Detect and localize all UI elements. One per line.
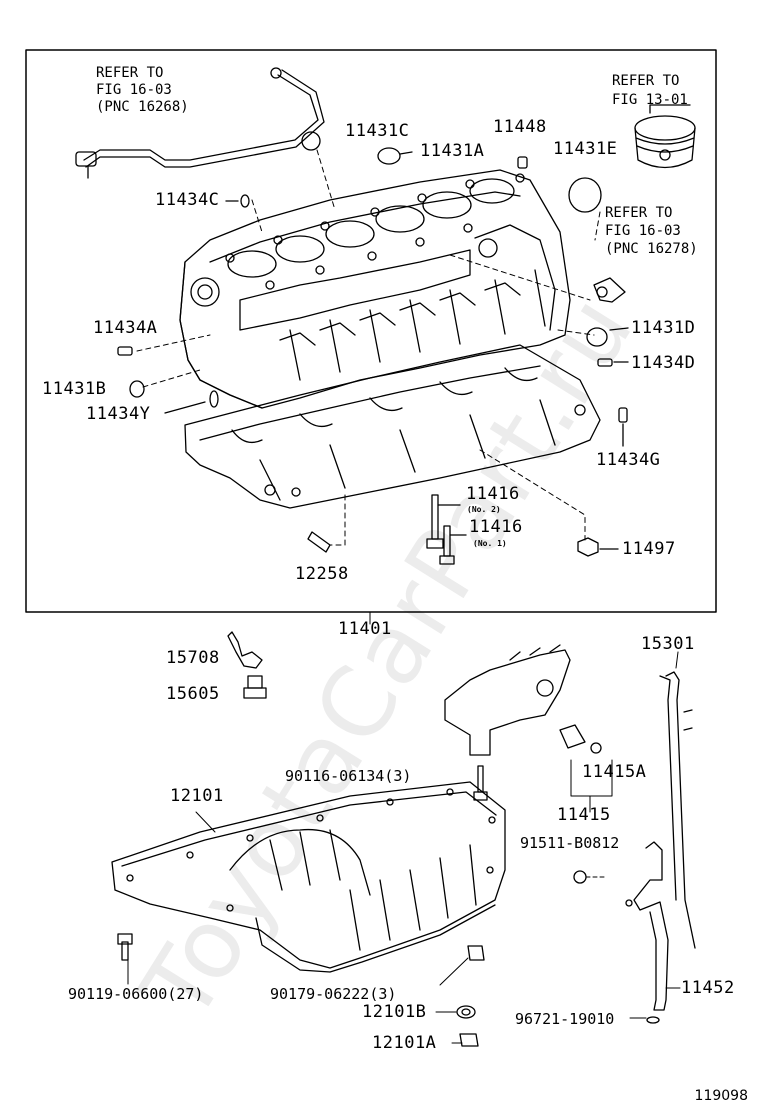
gasket-15708	[227, 631, 263, 669]
part-12101-label[interactable]: 12101	[170, 786, 224, 806]
part-11416-no1-label[interactable]: 11416	[469, 517, 523, 537]
part-11431a-label[interactable]: 11431A	[420, 141, 485, 161]
part-15605-label[interactable]: 15605	[166, 684, 220, 704]
plug-11431E	[568, 177, 602, 213]
part-90179-label[interactable]: 90179-06222(3)	[270, 985, 397, 1003]
nut-11497	[577, 537, 619, 557]
part-91511-label[interactable]: 91511-B0812	[520, 834, 620, 852]
pin-11434D	[597, 358, 629, 367]
washer-91511	[573, 870, 587, 884]
ref-fig-16-03b-line3: (PNC 16278)	[605, 241, 698, 257]
ref-fig-16-03b-line2: FIG 16-03	[605, 223, 681, 239]
pin-12258	[307, 531, 331, 553]
part-12258-label[interactable]: 12258	[295, 564, 349, 584]
plug-11431D	[586, 327, 629, 347]
part-90116-label[interactable]: 90116-06134(3)	[285, 767, 412, 785]
bolt-11416-no1	[439, 525, 467, 565]
part-11431c-label[interactable]: 11431C	[345, 121, 410, 141]
plug-11431A	[377, 147, 413, 165]
pin-11434C	[225, 194, 250, 208]
pin-11434G	[618, 407, 628, 447]
ref-fig-16-03-line1: REFER TO	[96, 65, 164, 81]
nut-15605	[243, 675, 267, 699]
plug-12101A	[459, 1033, 479, 1047]
part-11434a-label[interactable]: 11434A	[93, 318, 158, 338]
piston-13-01	[634, 104, 696, 169]
part-90119-label[interactable]: 90119-06600(27)	[68, 985, 204, 1003]
bolt-90119	[117, 933, 133, 961]
plug-11431C	[301, 131, 321, 151]
bolt-11416-no2	[426, 494, 461, 549]
part-12101a-label[interactable]: 12101A	[372, 1033, 437, 1053]
part-11434y-label[interactable]: 11434Y	[86, 404, 151, 424]
bolt-90116	[473, 765, 488, 801]
cylinder-block	[179, 169, 571, 409]
part-11434g-label[interactable]: 11434G	[596, 450, 661, 470]
part-11431e-label[interactable]: 11431E	[553, 139, 618, 159]
strainer-15301-pipe	[444, 644, 602, 756]
plug-11431B	[129, 380, 145, 398]
part-11452-label[interactable]: 11452	[681, 978, 735, 998]
union-16278	[593, 277, 626, 303]
part-11415-label[interactable]: 11415	[557, 805, 611, 825]
ref-fig-13-01-line2: FIG 13-01	[612, 92, 688, 108]
oring-96721	[646, 1016, 660, 1024]
oil-pan-12101	[111, 781, 506, 973]
part-11401-label[interactable]: 11401	[338, 619, 392, 639]
part-11431b-label[interactable]: 11431B	[42, 379, 107, 399]
part-15708-label[interactable]: 15708	[166, 648, 220, 668]
part-11416-no2-label[interactable]: 11416	[466, 484, 520, 504]
part-11434c-label[interactable]: 11434C	[155, 190, 220, 210]
part-11415a-label[interactable]: 11415A	[582, 762, 647, 782]
part-11416-no2-note: (No. 2)	[467, 505, 501, 514]
oil-pipe-16268	[75, 67, 325, 179]
part-15301-label[interactable]: 15301	[641, 634, 695, 654]
pin-11434A	[117, 346, 133, 356]
part-11416-no1-note: (No. 1)	[473, 539, 507, 548]
part-96721-label[interactable]: 96721-19010	[515, 1010, 615, 1028]
lower-leaders	[127, 651, 681, 1044]
part-11434d-label[interactable]: 11434D	[631, 353, 696, 373]
ref-fig-13-01-line1: REFER TO	[612, 73, 680, 89]
gasket-12101B	[456, 1005, 476, 1019]
lower-crankcase	[184, 344, 601, 509]
ref-fig-16-03-line3: (PNC 16268)	[96, 99, 189, 115]
part-11497-label[interactable]: 11497	[622, 539, 676, 559]
stud-90179	[467, 945, 485, 961]
block-group-frame	[25, 49, 717, 613]
dipstick-15301	[659, 671, 696, 949]
figure-code: 119098	[694, 1088, 748, 1104]
dipstick-guide-11452	[625, 841, 669, 1011]
part-11431d-label[interactable]: 11431D	[631, 318, 696, 338]
part-11448-label[interactable]: 11448	[493, 117, 547, 137]
pin-11448	[517, 156, 528, 169]
part-12101b-label[interactable]: 12101B	[362, 1002, 427, 1022]
pin-11434Y	[164, 390, 219, 414]
ref-fig-16-03b-line1: REFER TO	[605, 205, 673, 221]
ref-fig-16-03-line2: FIG 16-03	[96, 82, 172, 98]
block-leaders	[136, 149, 601, 546]
